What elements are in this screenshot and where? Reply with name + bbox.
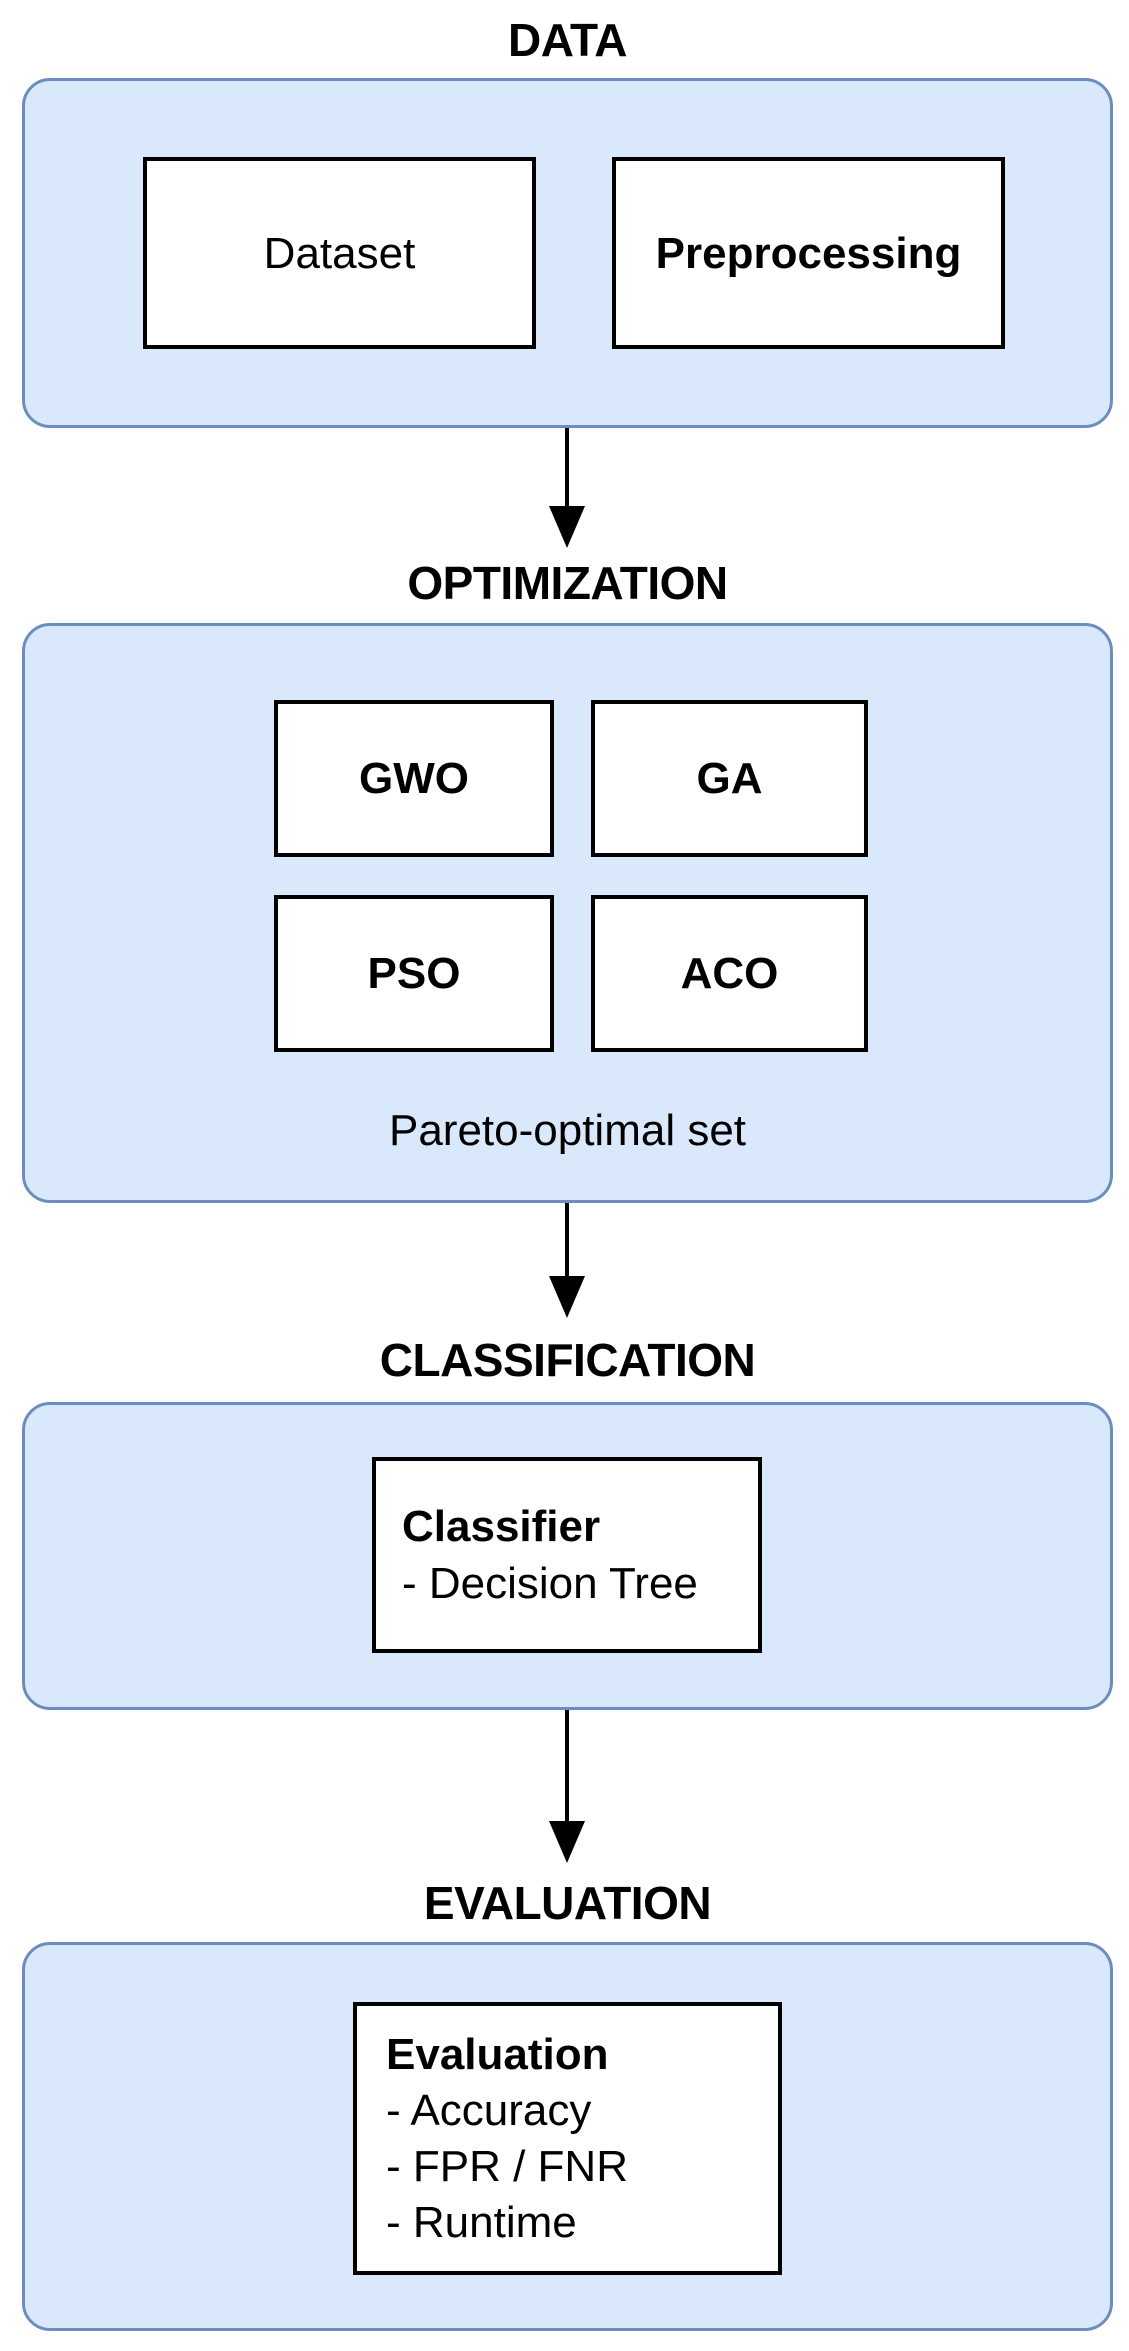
dataset-node-label: Dataset — [263, 228, 416, 278]
section-heading-data: DATA — [508, 14, 627, 66]
data-panel: Dataset Preprocessing — [22, 78, 1113, 428]
aco-node: ACO — [591, 895, 868, 1052]
connector-data-to-optimization — [549, 428, 585, 548]
arrow-shaft — [565, 1203, 569, 1284]
preprocessing-node-label: Preprocessing — [655, 228, 962, 278]
gwo-node-label: GWO — [359, 754, 469, 803]
evaluation-node-title: Evaluation — [386, 2029, 609, 2079]
evaluation-node: Evaluation - Accuracy - FPR / FNR - Runt… — [353, 2002, 782, 2275]
arrow-down-icon — [549, 1276, 585, 1318]
classification-panel: Classifier - Decision Tree — [22, 1402, 1113, 1710]
connector-optimization-to-classification — [549, 1203, 585, 1318]
section-heading-optimization: OPTIMIZATION — [407, 557, 728, 609]
optimization-panel: GWO GA PSO ACO Pareto-optimal set — [22, 623, 1113, 1203]
arrow-shaft — [565, 1710, 569, 1829]
classifier-node-title: Classifier — [402, 1502, 601, 1551]
classifier-node: Classifier - Decision Tree — [372, 1457, 762, 1653]
aco-node-label: ACO — [680, 949, 779, 998]
section-heading-classification: CLASSIFICATION — [379, 1334, 756, 1386]
classifier-node-item-decision-tree: - Decision Tree — [402, 1559, 698, 1608]
ga-node: GA — [591, 700, 868, 857]
evaluation-node-item-fpr-fnr: - FPR / FNR — [386, 2141, 628, 2191]
dataset-node: Dataset — [143, 157, 536, 349]
evaluation-panel: Evaluation - Accuracy - FPR / FNR - Runt… — [22, 1942, 1113, 2331]
ga-node-label: GA — [696, 754, 763, 803]
section-heading-evaluation: EVALUATION — [423, 1877, 712, 1929]
arrow-down-icon — [549, 1821, 585, 1863]
pareto-optimal-set-caption: Pareto-optimal set — [388, 1106, 747, 1155]
evaluation-node-item-runtime: - Runtime — [386, 2197, 577, 2247]
preprocessing-node: Preprocessing — [612, 157, 1005, 349]
connector-classification-to-evaluation — [549, 1710, 585, 1863]
pso-node: PSO — [274, 895, 554, 1052]
arrow-down-icon — [549, 506, 585, 548]
pso-node-label: PSO — [367, 949, 461, 998]
arrow-shaft — [565, 428, 569, 514]
gwo-node: GWO — [274, 700, 554, 857]
evaluation-node-item-accuracy: - Accuracy — [386, 2085, 592, 2135]
